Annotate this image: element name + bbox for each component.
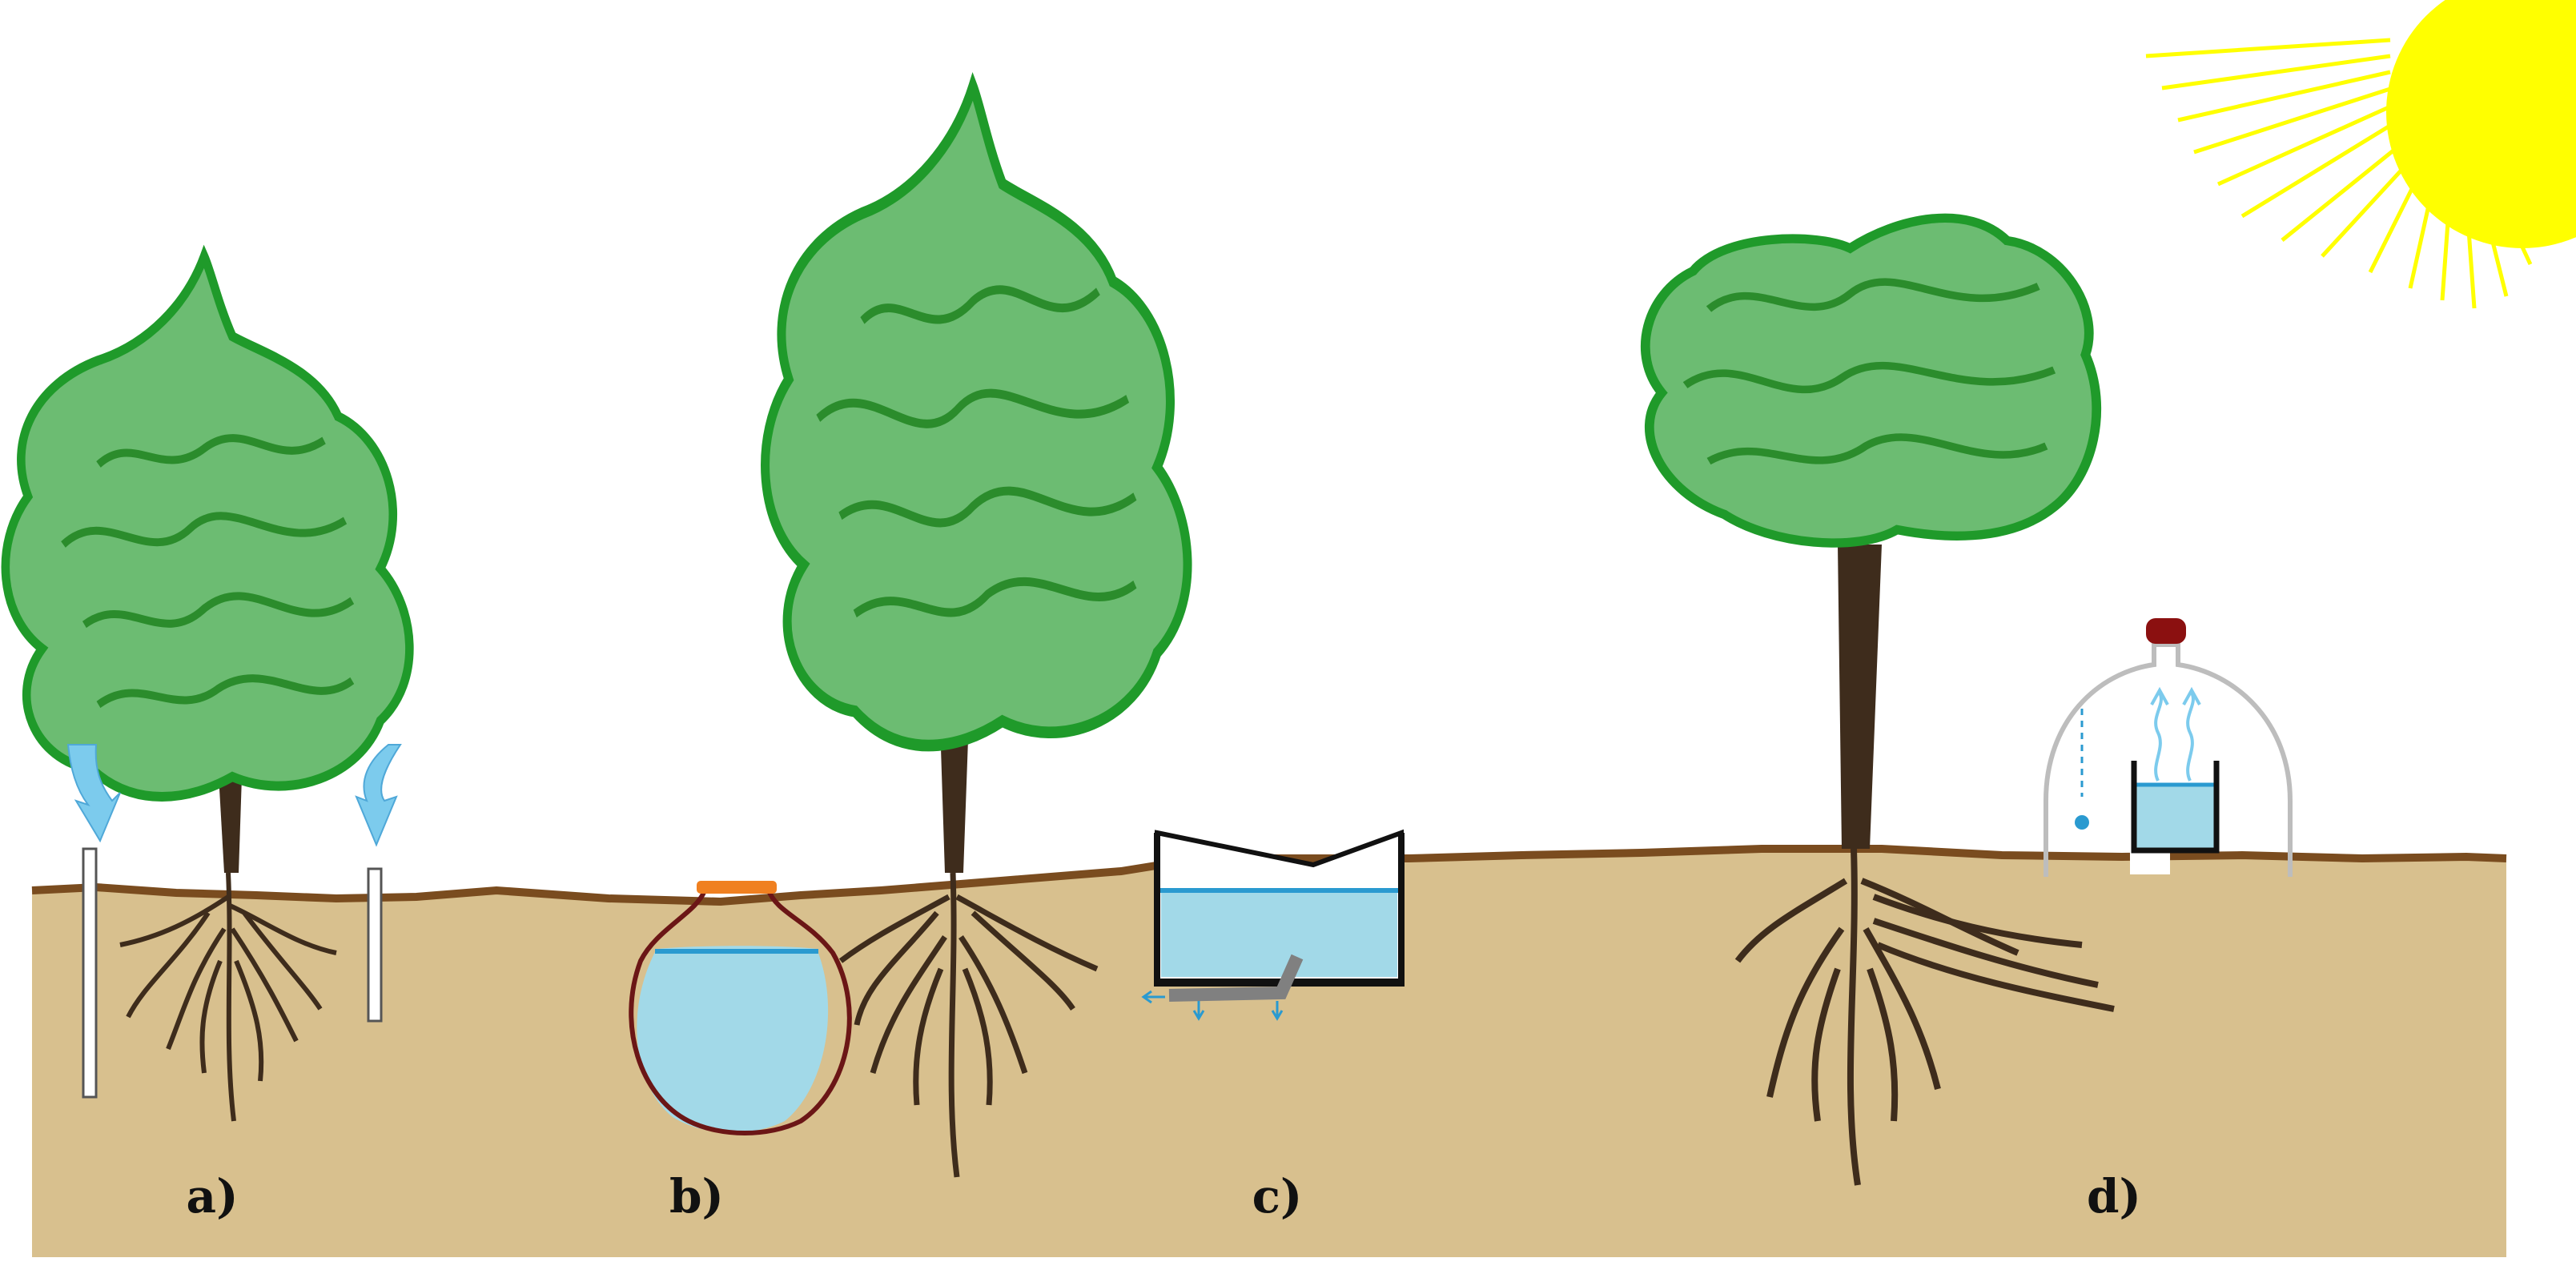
- condensation-dome-icon: [2044, 618, 2293, 877]
- vertical-tube-right: [367, 867, 383, 1023]
- label-d: d): [2087, 1169, 2141, 1224]
- curved-down-arrow-icon: [355, 744, 402, 847]
- vapor-arrows: [2150, 686, 2201, 782]
- curved-down-arrow-icon: [66, 744, 121, 843]
- label-a: a): [186, 1169, 239, 1224]
- tree-d-trunk: [1838, 545, 1882, 849]
- sun-icon: [2145, 0, 2576, 309]
- clay-pot-icon: [629, 881, 852, 1135]
- label-c: c): [1252, 1169, 1303, 1224]
- vertical-tube-left: [82, 847, 98, 1099]
- outlet-pipe: [1168, 954, 1304, 1002]
- tree-b-foliage: [766, 86, 1188, 746]
- tree-a-foliage: [6, 256, 410, 797]
- condensation-drop: [2075, 709, 2089, 830]
- tree-a: [6, 256, 410, 1122]
- tree-d: [1640, 213, 2115, 1186]
- tree-d-foliage: [1640, 213, 2102, 548]
- tree-b: [766, 86, 1188, 1178]
- tree-d-roots: [1734, 848, 2115, 1186]
- label-b: b): [669, 1169, 724, 1224]
- tree-b-roots: [838, 872, 1099, 1178]
- tree-a-roots: [119, 872, 337, 1122]
- water-box-icon: [1141, 829, 1405, 1021]
